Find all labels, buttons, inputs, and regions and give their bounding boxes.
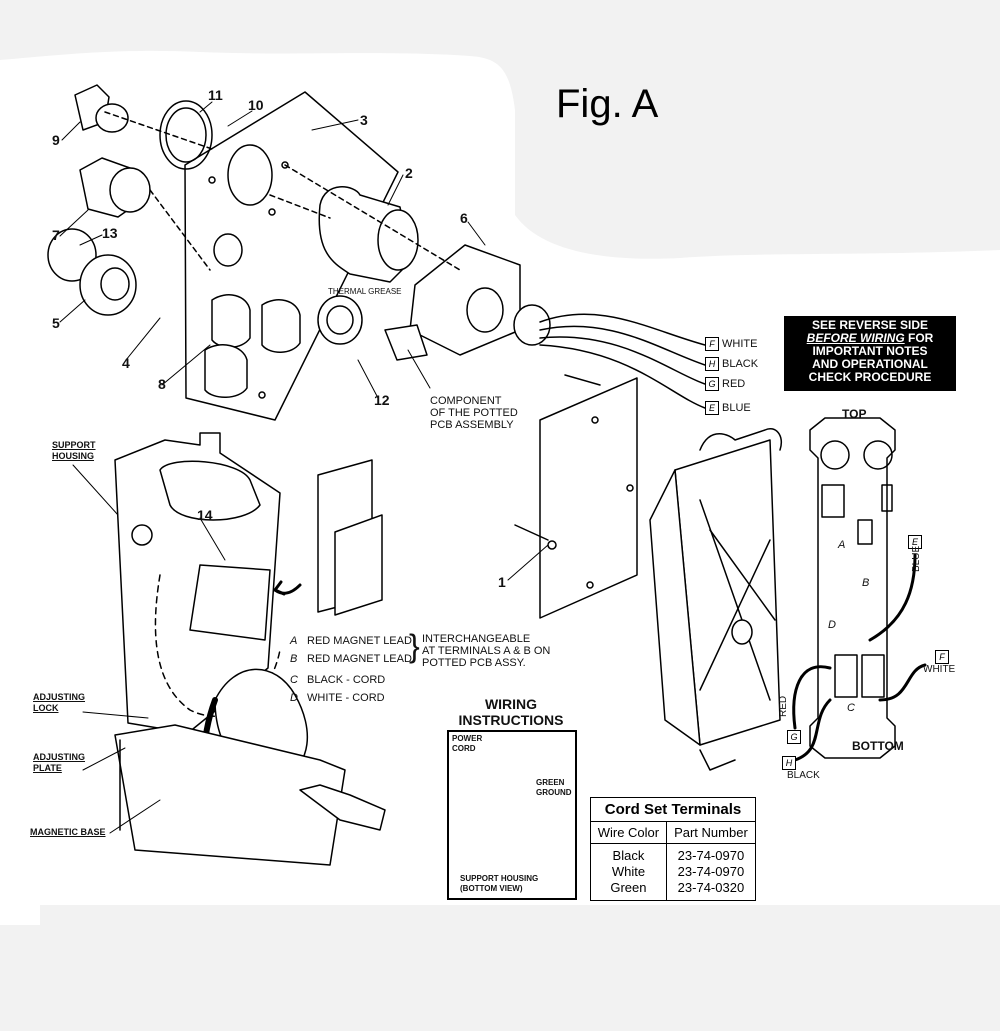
leader-lines xyxy=(59,101,549,834)
table-row: White 23-74-0970 xyxy=(591,864,756,880)
cord-set-terminals-table: Cord Set Terminals Wire Color Part Numbe… xyxy=(590,797,756,901)
table-cell-part: 23-74-0970 xyxy=(665,843,756,864)
part-number-10: 10 xyxy=(248,97,264,113)
wire-tag-g: G xyxy=(705,377,719,391)
part-number-3: 3 xyxy=(360,112,368,128)
magnetic-base-label: MAGNETIC BASE xyxy=(30,827,106,837)
interchangeable-note: INTERCHANGEABLE AT TERMINALS A & B ON PO… xyxy=(422,633,551,669)
pcb-drawing xyxy=(514,374,638,619)
wire-tag-e: E xyxy=(705,401,719,415)
lead-c-letter: C xyxy=(290,674,298,686)
part-number-2: 2 xyxy=(405,165,413,181)
component-label: COMPONENT OF THE POTTED PCB ASSEMBLY xyxy=(430,395,518,431)
cord-set-header-wire-color: Wire Color xyxy=(590,821,667,844)
board-wire-red: RED xyxy=(778,695,789,717)
lead-brace: } xyxy=(409,628,420,664)
part-number-4: 4 xyxy=(122,355,130,371)
wire-tag-h: H xyxy=(705,357,719,371)
board-wire-white: WHITE xyxy=(923,664,956,675)
wire-tag-f: F xyxy=(705,337,719,351)
table-cell-color: Green xyxy=(610,880,647,895)
board-wire-blue: BLUE xyxy=(911,545,922,572)
terminal-d-label: D xyxy=(828,619,836,631)
lead-a-letter: A xyxy=(290,635,298,647)
table-cell-color: Black xyxy=(612,848,645,863)
wire-color-red: RED xyxy=(722,378,746,390)
part-number-5: 5 xyxy=(52,315,60,331)
wire-color-blue: BLUE xyxy=(722,402,751,414)
terminal-board-top-label: TOP xyxy=(842,407,867,421)
support-housing-bottom-view-label: SUPPORT HOUSING (BOTTOM VIEW) xyxy=(460,874,539,893)
reverse-side-notice: SEE REVERSE SIDE BEFORE WIRING FOR IMPOR… xyxy=(784,316,956,391)
figure-title: Fig. A xyxy=(556,82,659,126)
part-number-13: 13 xyxy=(102,225,118,241)
part-number-9: 9 xyxy=(52,132,60,148)
bushing-and-bracket-drawings xyxy=(269,164,551,361)
wire-color-white: WHITE xyxy=(722,338,758,350)
table-row: Black 23-74-0970 xyxy=(591,843,756,864)
adjusting-lock-label: ADJUSTING LOCK xyxy=(33,692,86,713)
thermal-grease-label: THERMAL GREASE xyxy=(328,287,402,296)
table-cell-part: 23-74-0970 xyxy=(665,864,756,880)
terminal-board-drawing xyxy=(792,417,927,762)
part-number-1: 1 xyxy=(498,574,506,590)
board-tag-e: E xyxy=(908,535,922,549)
part-number-12: 12 xyxy=(374,392,390,408)
lead-d-text: WHITE - CORD xyxy=(307,692,385,704)
part-number-6: 6 xyxy=(460,210,468,226)
lead-a-text: RED MAGNET LEAD xyxy=(307,635,412,647)
lead-c-text: BLACK - CORD xyxy=(307,674,386,686)
terminal-a-label: A xyxy=(838,539,846,551)
power-cord-label: POWER CORD xyxy=(452,734,483,753)
part-number-14: 14 xyxy=(197,507,213,523)
lead-b-text: RED MAGNET LEAD xyxy=(307,653,412,665)
table-cell-part: 23-74-0320 xyxy=(665,880,756,901)
wiring-instructions-title: WIRING INSTRUCTIONS xyxy=(458,696,564,728)
terminal-board-bottom-label: BOTTOM xyxy=(852,739,904,753)
table-row: Green 23-74-0320 xyxy=(591,880,756,901)
wiring-instructions-frame xyxy=(447,730,577,900)
part-number-11: 11 xyxy=(208,87,223,103)
green-ground-label: GREEN GROUND xyxy=(536,778,572,797)
board-tag-g: G xyxy=(787,730,801,744)
adjusting-plate-label: ADJUSTING PLATE xyxy=(33,752,86,773)
terminal-b-label: B xyxy=(862,577,870,589)
mounting-plate-drawing xyxy=(184,91,399,421)
wire-leads-drawing xyxy=(539,313,706,409)
terminal-c-label: C xyxy=(847,702,855,714)
wire-color-black: BLACK xyxy=(722,358,759,370)
cord-set-table-title: Cord Set Terminals xyxy=(590,797,756,822)
lead-b-letter: B xyxy=(290,653,298,665)
support-housing-label: SUPPORT HOUSING xyxy=(52,440,96,461)
potted-housing-drawing xyxy=(649,428,782,771)
table-cell-color: White xyxy=(611,864,646,879)
board-tag-f: F xyxy=(935,650,949,664)
pcb-inset-drawing xyxy=(273,459,383,616)
cord-set-header-part-number: Part Number xyxy=(665,821,756,844)
knob-and-ring-drawings xyxy=(47,84,216,316)
board-wire-black: BLACK xyxy=(787,770,820,781)
support-housing-drawing xyxy=(114,432,386,866)
board-tag-h: H xyxy=(782,756,796,770)
lead-d-letter: D xyxy=(290,692,298,704)
part-number-7: 7 xyxy=(52,227,60,243)
part-number-8: 8 xyxy=(158,376,166,392)
